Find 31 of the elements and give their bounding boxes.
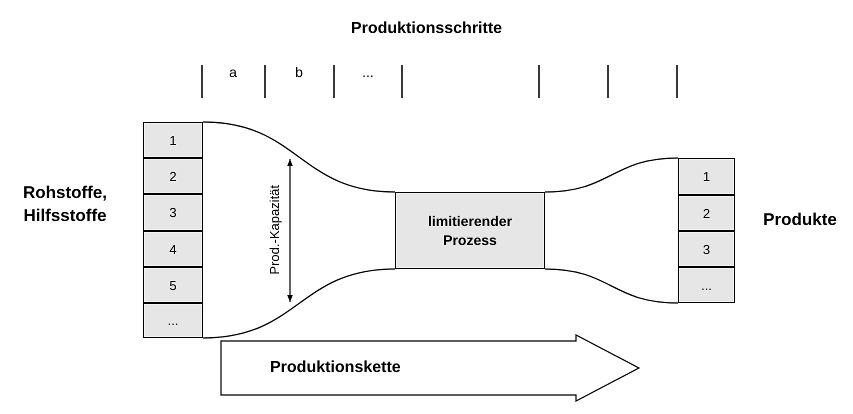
dimension-label: Prod.-Kapazität [266, 185, 284, 275]
node-label: 2 [702, 206, 710, 220]
node-label: 3 [169, 205, 177, 220]
list-cell [143, 267, 203, 303]
step-label: a [229, 62, 237, 82]
step-label: ... [362, 62, 374, 82]
list-cell [143, 194, 203, 231]
input-label: Rohstoffe, Hilfsstoffe [22, 182, 108, 227]
list-cell [143, 231, 203, 267]
node-label: 5 [169, 278, 177, 292]
node-label: 1 [702, 169, 710, 184]
process-box [395, 192, 545, 269]
list-cell [143, 122, 203, 158]
node-label: 1 [169, 132, 177, 148]
node-label: 3 [702, 242, 710, 256]
step-label: b [295, 62, 303, 82]
node-label: limitierender Prozess [426, 212, 514, 249]
list-cell [678, 231, 735, 267]
node-label: ... [168, 313, 178, 328]
list-cell [678, 195, 735, 231]
list-cell [143, 158, 203, 194]
list-cell [143, 303, 203, 338]
node-label: Produktionskette [270, 359, 401, 377]
diagram-title: Produktionsschritte [350, 20, 504, 38]
list-cell [678, 158, 735, 195]
node-label: ... [701, 278, 712, 292]
output-label: Produkte [763, 208, 837, 231]
node-label: 2 [169, 168, 177, 184]
node-label: 4 [169, 242, 177, 256]
list-cell [678, 267, 735, 303]
block-arrow [220, 334, 640, 402]
